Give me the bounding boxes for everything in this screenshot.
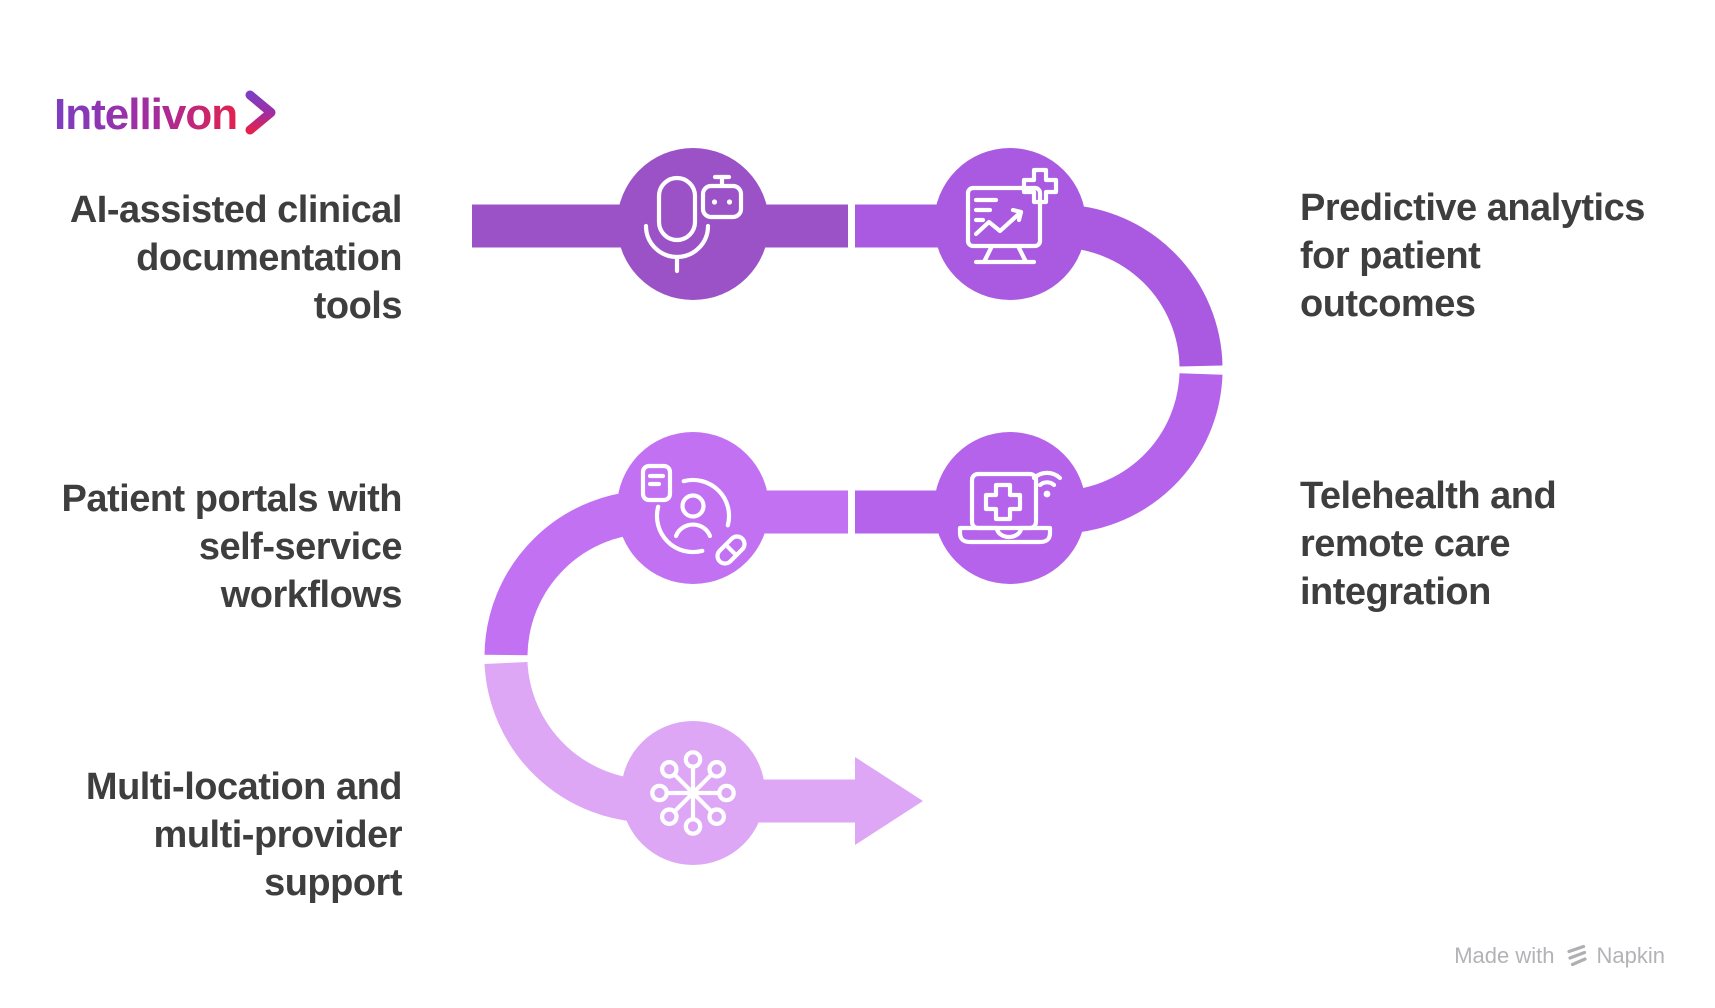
network-hub-icon bbox=[650, 750, 736, 836]
label-line: integration bbox=[1300, 571, 1491, 613]
napkin-logo-icon bbox=[1566, 944, 1587, 967]
watermark: Made with Napkin bbox=[1454, 941, 1665, 971]
laptop-medical-wifi-icon bbox=[957, 470, 1063, 545]
step-node-4 bbox=[617, 432, 769, 584]
brand-logo-text: Intellivon bbox=[54, 90, 237, 139]
label-line: multi-provider bbox=[153, 814, 403, 856]
watermark-brand: Napkin bbox=[1596, 943, 1665, 968]
label-line: Telehealth and bbox=[1300, 475, 1557, 517]
label-line: AI-assisted clinical bbox=[69, 189, 403, 231]
microphone-robot-icon bbox=[643, 174, 744, 274]
chevron-right-icon bbox=[245, 90, 276, 135]
label-line: for patient bbox=[1300, 235, 1481, 277]
step-label-2: Predictive analytics for patient outcome… bbox=[1300, 184, 1700, 328]
label-line: Predictive analytics bbox=[1300, 187, 1645, 229]
flow-arrow bbox=[855, 757, 923, 845]
watermark-made-with: Made with bbox=[1454, 943, 1555, 968]
label-line: documentation bbox=[136, 237, 402, 279]
step-label-3: Telehealth and remote care integration bbox=[1300, 472, 1700, 616]
patient-portal-document-pill-icon bbox=[640, 463, 747, 566]
label-line: outcomes bbox=[1300, 283, 1476, 325]
label-line: Patient portals with bbox=[61, 478, 403, 520]
label-line: self-service bbox=[198, 526, 403, 568]
monitor-health-chart-icon bbox=[965, 167, 1059, 265]
label-line: remote care bbox=[1300, 523, 1510, 565]
label-line: support bbox=[264, 862, 402, 904]
label-line: Multi-location and bbox=[85, 766, 403, 808]
step-label-5: Multi-location and multi-provider suppor… bbox=[30, 763, 403, 907]
brand-logo: Intellivon bbox=[54, 90, 276, 139]
label-line: workflows bbox=[220, 574, 403, 616]
step-label-4: Patient portals with self-service workfl… bbox=[30, 475, 403, 619]
label-line: tools bbox=[313, 285, 403, 327]
step-label-1: AI-assisted clinical documentation tools bbox=[30, 186, 403, 330]
